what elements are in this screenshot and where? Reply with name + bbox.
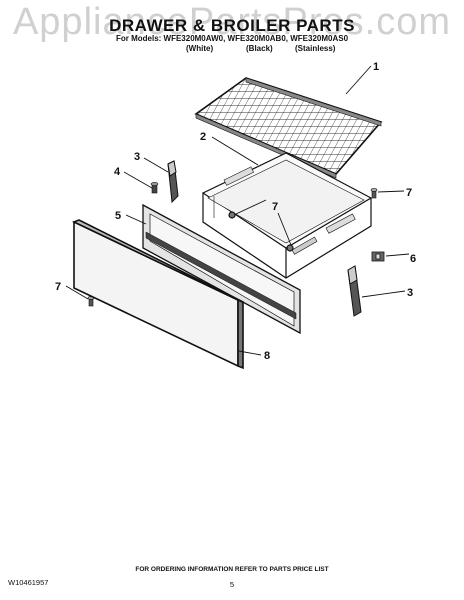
callout-7-center: 7 [272,201,278,213]
leader-lines [65,65,410,356]
page-title: DRAWER & BROILER PARTS [109,16,355,35]
drawer-body [201,152,373,279]
clip-part-6 [371,251,385,262]
drawer-front-inner [142,203,301,335]
callout-2: 2 [200,131,206,143]
callout-6: 6 [410,253,416,265]
callout-1: 1 [373,61,379,73]
document-number: W10461957 [8,578,49,587]
page-number: 5 [229,580,235,589]
callout-8: 8 [264,350,270,362]
ordering-note: FOR ORDERING INFORMATION REFER TO PARTS … [135,566,329,573]
callout-5: 5 [115,210,121,222]
callout-3-right: 3 [407,287,413,299]
drawer-outer-panel [72,219,244,370]
callout-4: 4 [114,166,121,178]
callout-7-left: 7 [55,281,61,293]
callout-7-right: 7 [406,187,412,199]
callout-3-left: 3 [134,151,140,163]
drawer-slide-right [347,265,362,317]
variant-black: (Black) [246,44,273,53]
drawer-slide-left [167,160,179,204]
variant-white: (White) [186,44,214,53]
variant-stainless: (Stainless) [295,44,336,53]
screw-part-4 [150,182,159,194]
model-list: For Models: WFE320M0AW0, WFE320M0AB0, WF… [115,34,349,43]
